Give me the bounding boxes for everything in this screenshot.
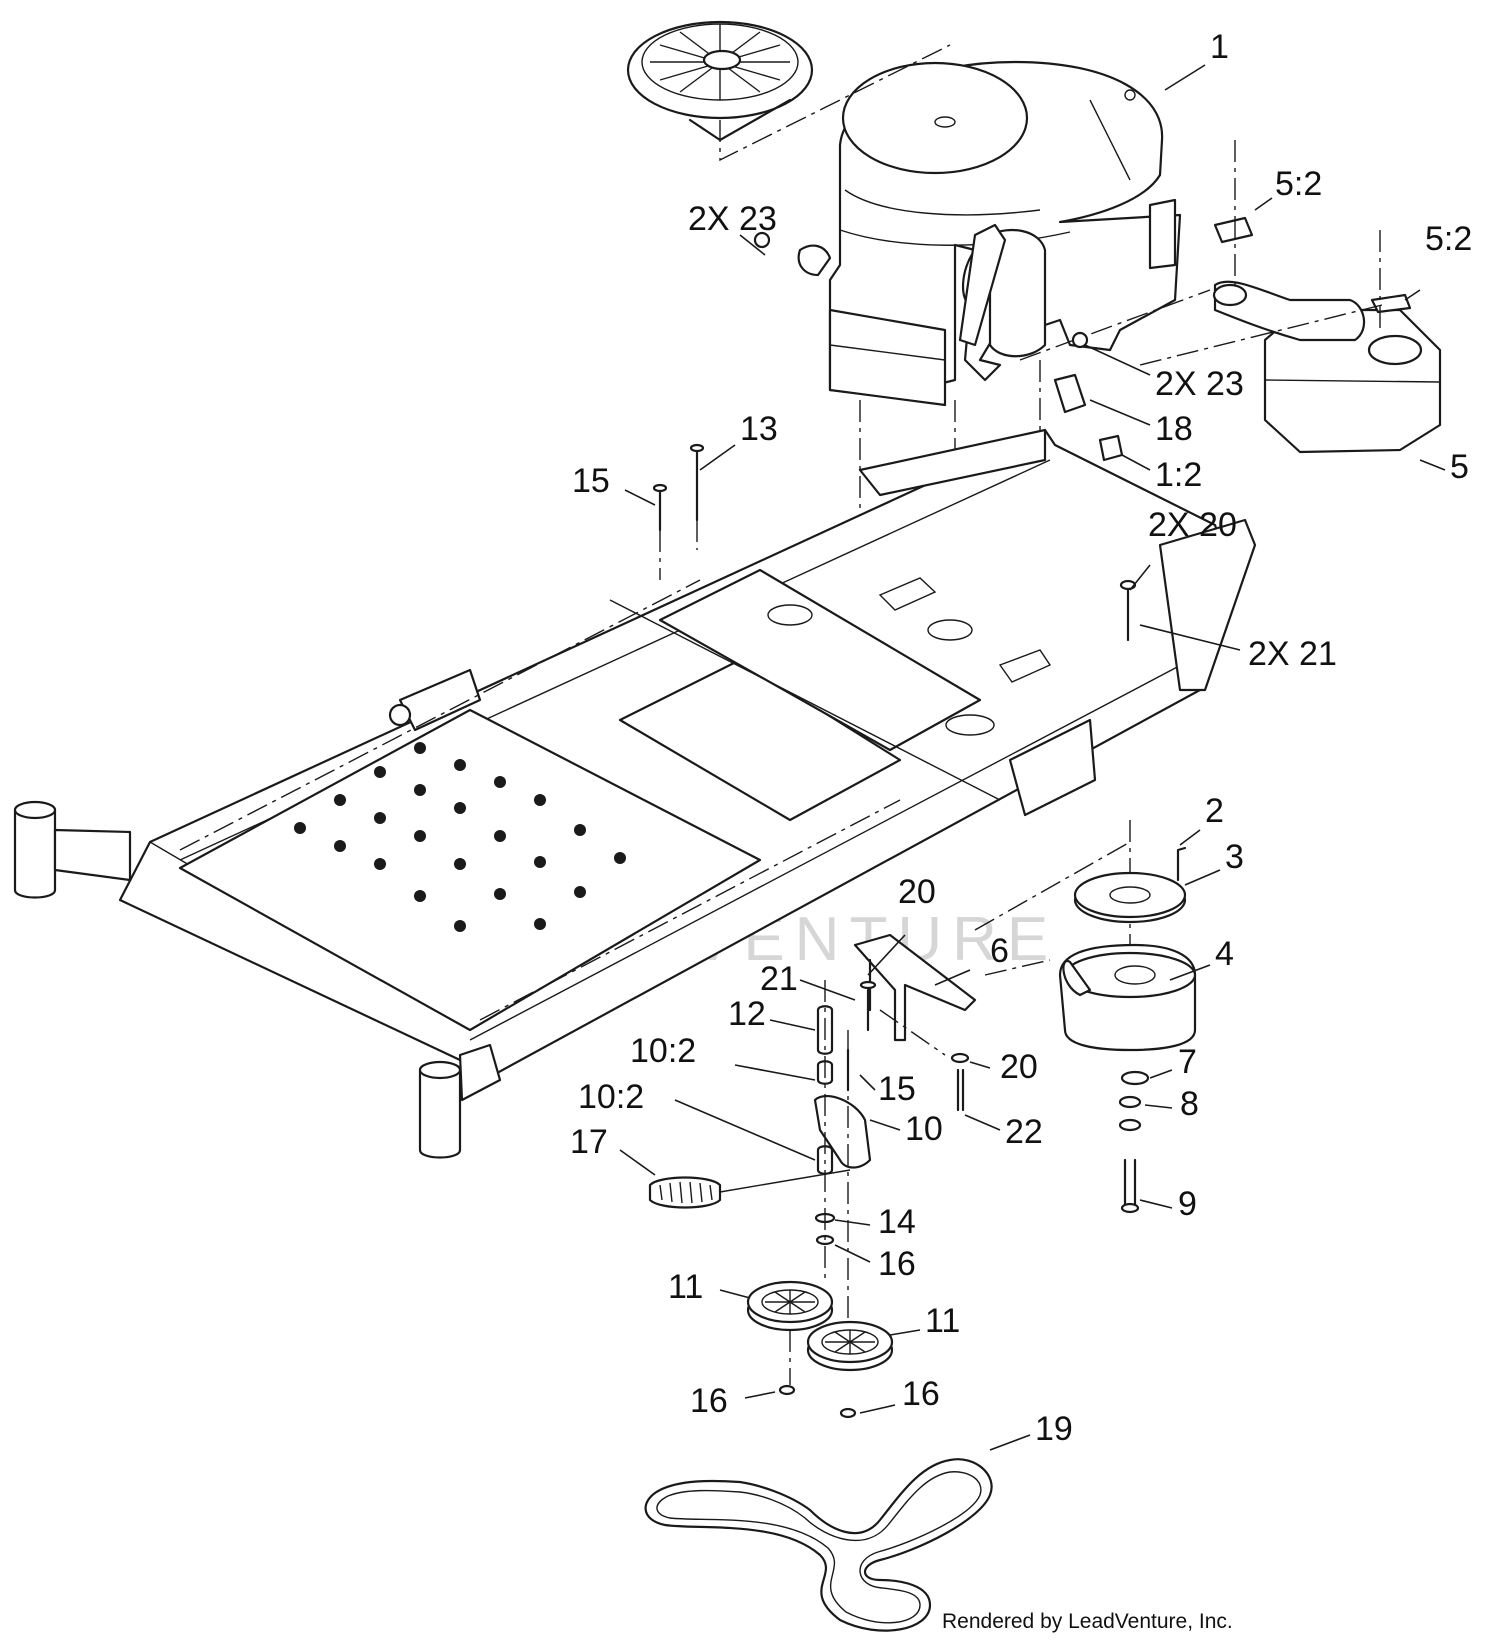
callout-3: 3 <box>1225 838 1244 876</box>
chassis-frame <box>13 428 1257 1159</box>
callout-10: 10 <box>905 1110 943 1148</box>
callout-15-upper: 15 <box>572 462 610 500</box>
callout-4: 4 <box>1215 935 1234 973</box>
callout-1: 1 <box>1210 28 1229 66</box>
callout-15-lower: 15 <box>878 1070 916 1108</box>
drive-belt <box>644 1458 993 1632</box>
callout-10-2-lower: 10:2 <box>578 1078 644 1116</box>
idler-pulleys <box>746 1280 894 1419</box>
clutch-assembly <box>974 820 1197 1214</box>
callout-19: 19 <box>1035 1410 1073 1448</box>
callout-8: 8 <box>1180 1085 1199 1123</box>
callout-5: 5 <box>1450 448 1469 486</box>
callout-10-2-upper: 10:2 <box>630 1032 696 1070</box>
render-credit: Rendered by LeadVenture, Inc. <box>942 1610 1233 1633</box>
callout-labels: 1 2X 23 5:2 5:2 2X 23 18 5 1:2 13 15 2X … <box>570 28 1472 1448</box>
callout-22: 22 <box>1005 1113 1043 1151</box>
callout-20-upper: 20 <box>898 873 936 911</box>
callout-11-left: 11 <box>668 1268 703 1306</box>
callout-16-lower-right: 16 <box>902 1375 940 1413</box>
engine <box>797 60 1182 407</box>
callout-2x21: 2X 21 <box>1248 635 1337 673</box>
callout-6: 6 <box>990 932 1009 970</box>
callout-17: 17 <box>570 1123 608 1161</box>
callout-5-2-upper: 5:2 <box>1275 165 1322 203</box>
callout-18: 18 <box>1155 410 1193 448</box>
callout-20-lower: 20 <box>1000 1048 1038 1086</box>
idler-assembly <box>648 933 977 1320</box>
engine-screen <box>626 20 951 162</box>
leader-lines <box>619 64 1446 1451</box>
callout-9: 9 <box>1178 1185 1197 1223</box>
callout-5-2-lower: 5:2 <box>1425 220 1472 258</box>
callout-14: 14 <box>878 1203 916 1241</box>
callout-2x23-right: 2X 23 <box>1155 365 1244 403</box>
muffler <box>1019 140 1442 454</box>
callout-1-2: 1:2 <box>1155 456 1202 494</box>
callout-16-lower-left: 16 <box>690 1382 728 1420</box>
callout-2x23-left: 2X 23 <box>688 200 777 238</box>
callout-2: 2 <box>1205 792 1224 830</box>
callout-2x20: 2X 20 <box>1148 506 1237 544</box>
small-engine-parts <box>753 231 1124 462</box>
callout-7: 7 <box>1178 1043 1197 1081</box>
callout-16-upper: 16 <box>878 1245 916 1283</box>
callout-21: 21 <box>760 960 798 998</box>
callout-11-right: 11 <box>925 1302 960 1340</box>
frame-bolts <box>652 443 1137 642</box>
callout-13: 13 <box>740 410 778 448</box>
callout-12: 12 <box>728 995 766 1033</box>
